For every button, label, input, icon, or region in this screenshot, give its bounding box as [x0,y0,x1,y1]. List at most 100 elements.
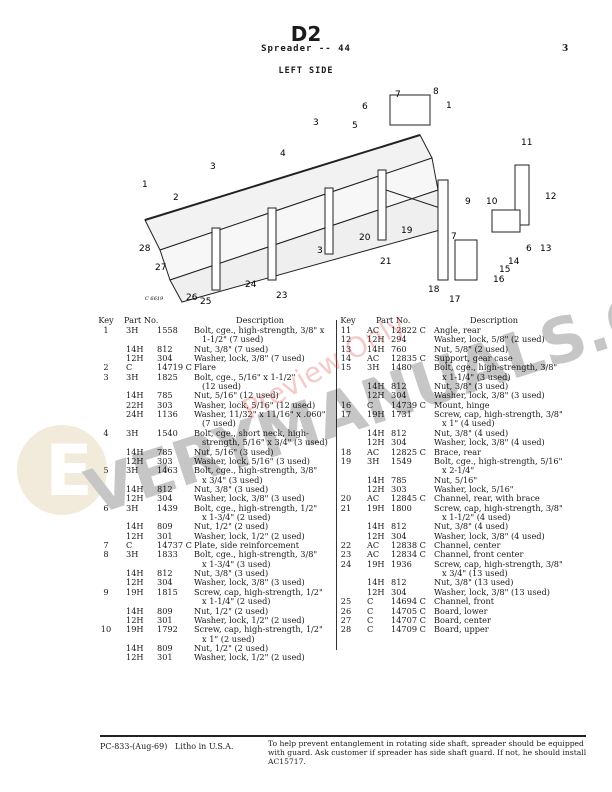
part-description: (12 used) [202,381,241,392]
part-number: 14719 C [157,362,192,373]
part-description: Support, gear case [434,353,513,364]
header-part-no: Part No. [376,315,411,325]
callout-14: 14 [508,257,520,267]
part-prefix: C [367,605,374,616]
part-number: 304 [391,530,407,541]
part-prefix: C [367,614,374,625]
part-description: Bolt, cge., 5/16" x 1-1/2" [194,371,296,382]
part-description: Nut, 3/8" (7 used) [194,343,269,354]
callout-20: 20 [359,233,371,243]
channel-center [324,187,334,255]
part-prefix: AC [367,549,380,560]
part-description: x 3/4" (13 used) [442,568,508,579]
part-number: 812 [391,521,407,532]
part-description: Washer, lock, 5/16" [434,483,514,494]
part-description: Channel, front center [434,549,524,560]
part-prefix: AC [367,493,380,504]
part-number: 1136 [157,409,178,420]
part-description: Nut, 1/2" (2 used) [194,642,269,653]
part-number: 1480 [391,362,412,373]
part-description: Nut, 3/8" (4 used) [434,427,509,438]
callout-16: 16 [493,275,505,285]
part-prefix: 12H [126,455,144,466]
part-description: x 1-3/4" (2 used) [202,511,271,522]
part-description: Screw, cap, high-strength, 3/8" [434,502,563,513]
part-number: 1792 [157,624,178,635]
header-key: Key [340,315,356,325]
callout-8: 8 [433,87,439,97]
part-key: 5 [103,465,109,476]
part-description: Mount, hinge [434,399,490,410]
svg-text:E: E [45,430,93,512]
part-number: 1815 [157,586,178,597]
part-description: Angle, rear [434,325,481,335]
part-number: 12834 C [391,549,426,560]
part-description: Channel, center [434,540,501,551]
callout-5: 5 [352,121,358,131]
figure-code: C 6619 [145,296,164,302]
part-number: 303 [391,483,407,494]
part-prefix: 14H [126,521,144,532]
part-prefix: 14H [126,483,144,494]
part-prefix: 14H [367,427,385,438]
brace-rear [437,179,449,281]
part-number: 812 [391,381,407,392]
part-prefix: AC [367,353,380,364]
part-key: 10 [100,624,112,635]
callout-24: 24 [245,280,257,290]
part-number: 304 [391,586,407,597]
part-description: 1-1/2" (7 used) [202,334,264,345]
part-number: 14739 C [391,399,426,410]
channel-front-center [267,207,277,281]
part-description: Screw, cap, high-strength, 1/2" [194,586,323,597]
part-prefix: 19H [126,624,144,635]
part-key: 19 [340,455,352,466]
callout-27: 27 [155,263,166,273]
callout-6: 6 [526,244,532,254]
part-key: 25 [340,596,352,607]
part-description: x 3/4" (3 used) [202,474,263,485]
part-prefix: C [367,399,374,410]
part-key: 1 [103,325,109,335]
part-prefix: 19H [126,586,144,597]
part-number: 1463 [157,465,178,476]
part-description: Channel, rear, with brace [434,493,540,504]
part-description: Board, upper [434,624,489,635]
part-description: Bolt, cge., high-strength, 5/16" [434,455,563,466]
callout-17: 17 [449,295,460,305]
callout-18: 18 [428,285,440,295]
part-description: Bolt, cge., high-strength, 1/2" [194,502,318,513]
part-prefix: C [367,596,374,607]
part-number: 303 [157,455,173,466]
callout-13: 13 [540,244,551,254]
part-description: Brace, rear [434,446,482,457]
part-number: 301 [157,530,173,541]
column-divider [336,320,337,650]
part-key: 22 [340,540,352,551]
page-title: D2 [290,22,322,46]
part-number: 14705 C [391,605,426,616]
part-prefix: 12H [126,577,144,588]
callout-26: 26 [186,293,198,303]
part-description: Nut, 5/16" [434,474,478,485]
part-description: Nut, 3/8" (13 used) [434,577,514,588]
part-prefix: AC [367,446,380,457]
part-prefix: 22H [126,399,144,410]
part-description: Channel, front [434,596,495,607]
part-prefix: 3H [126,427,139,438]
part-key: 14 [340,353,352,364]
part-prefix: 3H [367,455,380,466]
part-key: 17 [340,409,352,420]
callout-21: 21 [380,257,391,267]
callout-7: 7 [395,90,401,100]
part-prefix: 12H [367,334,385,345]
support-gear-case [491,209,521,233]
part-description: Nut, 3/8" (3 used) [434,381,509,392]
callout-28: 28 [139,244,151,254]
part-number: 785 [157,446,173,457]
part-number: 14709 C [391,624,426,635]
header-description: Description [236,315,285,325]
part-prefix: 12H [367,437,385,448]
